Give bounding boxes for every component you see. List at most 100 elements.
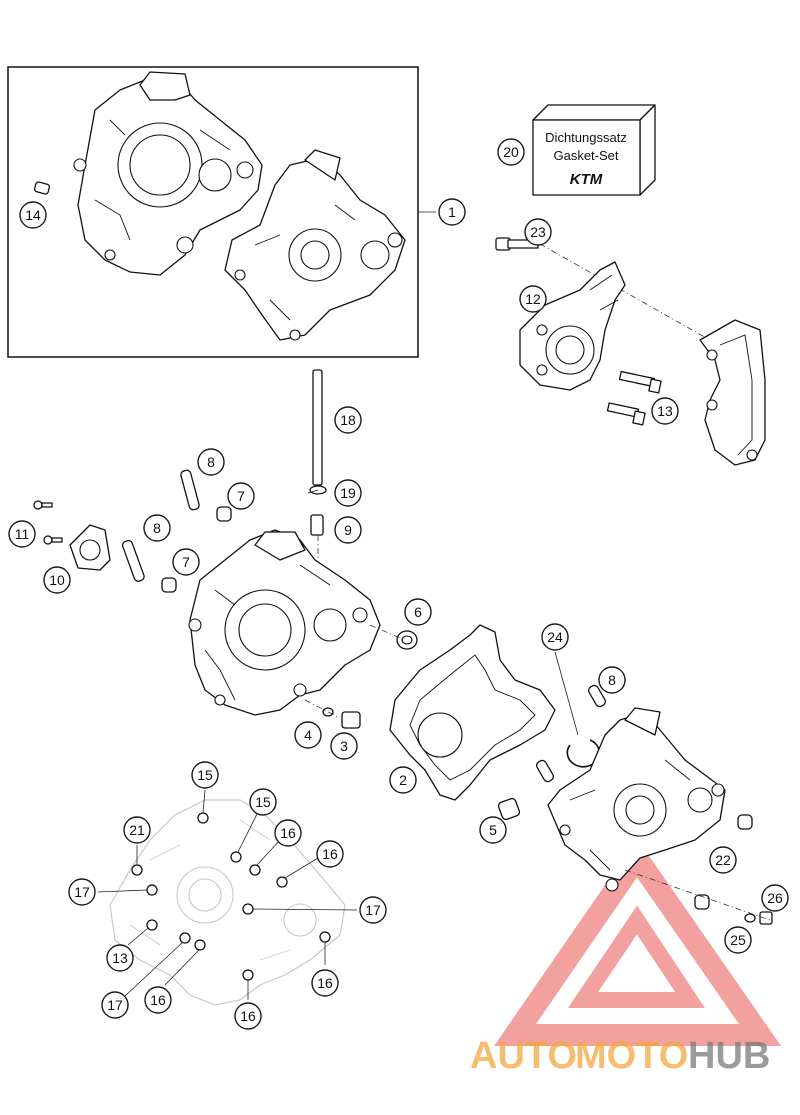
- crankcase-half-right-bottom: [547, 707, 726, 892]
- callout-17a: 17: [68, 878, 96, 906]
- crankcase-half-right-top: [224, 149, 406, 341]
- callout-19: 19: [334, 479, 362, 507]
- callout-11: 11: [8, 520, 36, 548]
- watermark-logo: [494, 838, 782, 1046]
- svg-text:20: 20: [503, 144, 519, 160]
- svg-text:11: 11: [15, 526, 30, 542]
- svg-text:17: 17: [107, 997, 123, 1013]
- crankcase-outline-bottom: [109, 799, 346, 1006]
- svg-text:16: 16: [280, 825, 296, 841]
- bolts-13-top: [606, 370, 662, 426]
- callout-16a: 16: [274, 819, 302, 847]
- crankcase-half-left-middle: [188, 529, 381, 716]
- svg-text:15: 15: [197, 767, 213, 783]
- callout-13b: 13: [106, 944, 134, 972]
- svg-text:5: 5: [489, 822, 497, 838]
- gasket-set-label-en: Gasket-Set: [553, 148, 618, 163]
- svg-text:1: 1: [448, 204, 456, 220]
- engine-guard: [699, 319, 766, 466]
- callout-16d: 16: [144, 986, 172, 1014]
- callout-17c: 17: [101, 991, 129, 1019]
- ktm-logo: KTM: [570, 171, 603, 188]
- callout-3: 3: [330, 732, 358, 760]
- callout-24: 24: [541, 623, 569, 651]
- callout-5: 5: [479, 816, 507, 844]
- svg-text:18: 18: [340, 412, 356, 428]
- watermark-moto: MOTO: [575, 1035, 688, 1077]
- callout-9: 9: [334, 516, 362, 544]
- svg-text:7: 7: [237, 488, 245, 504]
- callout-16b: 16: [316, 840, 344, 868]
- svg-text:14: 14: [25, 207, 41, 223]
- svg-text:16: 16: [317, 975, 333, 991]
- callout-2: 2: [389, 766, 417, 794]
- callout-15a: 15: [191, 761, 219, 789]
- crankcase-half-left-top: [73, 71, 263, 276]
- callout-16e: 16: [234, 1002, 262, 1030]
- svg-text:12: 12: [525, 291, 541, 307]
- svg-text:16: 16: [322, 846, 338, 862]
- svg-text:4: 4: [304, 727, 312, 743]
- circlip-24: [566, 739, 601, 768]
- callout-7b: 7: [172, 548, 200, 576]
- svg-text:9: 9: [344, 522, 352, 538]
- callout-15b: 15: [249, 788, 277, 816]
- dowel-pin-14: [33, 181, 51, 195]
- callout-8c: 8: [598, 666, 626, 694]
- svg-text:6: 6: [414, 604, 422, 620]
- svg-text:8: 8: [153, 520, 161, 536]
- pins-8-lower: [535, 684, 607, 783]
- gasket-10: [69, 524, 111, 571]
- callout-22: 22: [709, 846, 737, 874]
- bolt-heads-bottom: [131, 812, 331, 981]
- cover-12: [519, 261, 626, 391]
- callout-17b: 17: [359, 896, 387, 924]
- callout-16c: 16: [311, 969, 339, 997]
- callout-25: 25: [724, 926, 752, 954]
- watermark-text: AUTO MOTO HUB: [470, 1035, 770, 1077]
- svg-text:25: 25: [730, 932, 746, 948]
- watermark-auto: AUTO: [470, 1035, 577, 1077]
- leader-lines: [97, 489, 579, 1000]
- svg-text:8: 8: [608, 672, 616, 688]
- pins-8-7-upper: [121, 469, 232, 593]
- watermark-hub: HUB: [688, 1035, 770, 1077]
- svg-text:15: 15: [255, 794, 271, 810]
- bushing-5: [497, 797, 521, 821]
- washer-4-plug-3: [304, 699, 361, 729]
- callout-13a: 13: [651, 397, 679, 425]
- callout-14: 14: [19, 201, 47, 229]
- svg-text:13: 13: [657, 403, 673, 419]
- svg-text:16: 16: [240, 1008, 256, 1024]
- callout-1: 1: [438, 198, 466, 226]
- svg-text:17: 17: [74, 884, 90, 900]
- callout-18: 18: [334, 406, 362, 434]
- callout-6: 6: [404, 598, 432, 626]
- svg-text:21: 21: [129, 822, 145, 838]
- gasket-set-label-de: Dichtungssatz: [545, 130, 627, 145]
- svg-text:17: 17: [365, 902, 381, 918]
- callout-26: 26: [761, 884, 789, 912]
- bearing-6: [369, 624, 418, 650]
- svg-text:7: 7: [182, 554, 190, 570]
- small-parts-22-25-26: [624, 814, 773, 925]
- svg-text:26: 26: [767, 890, 783, 906]
- svg-text:10: 10: [49, 572, 65, 588]
- callout-20: 20: [497, 138, 525, 166]
- gasket-set-box: Dichtungssatz Gasket-Set KTM: [532, 104, 656, 196]
- callout-10: 10: [43, 566, 71, 594]
- svg-text:8: 8: [207, 454, 215, 470]
- callout-21: 21: [123, 816, 151, 844]
- svg-text:16: 16: [150, 992, 166, 1008]
- callout-7a: 7: [227, 482, 255, 510]
- svg-text:2: 2: [399, 772, 407, 788]
- gasket-2: [389, 624, 556, 801]
- svg-text:24: 24: [547, 629, 563, 645]
- svg-text:23: 23: [530, 224, 546, 240]
- svg-text:13: 13: [112, 950, 128, 966]
- callout-4: 4: [294, 721, 322, 749]
- screws-11: [33, 500, 63, 545]
- svg-text:3: 3: [340, 738, 348, 754]
- stud-18: [309, 369, 327, 495]
- bolt-23: [495, 237, 539, 251]
